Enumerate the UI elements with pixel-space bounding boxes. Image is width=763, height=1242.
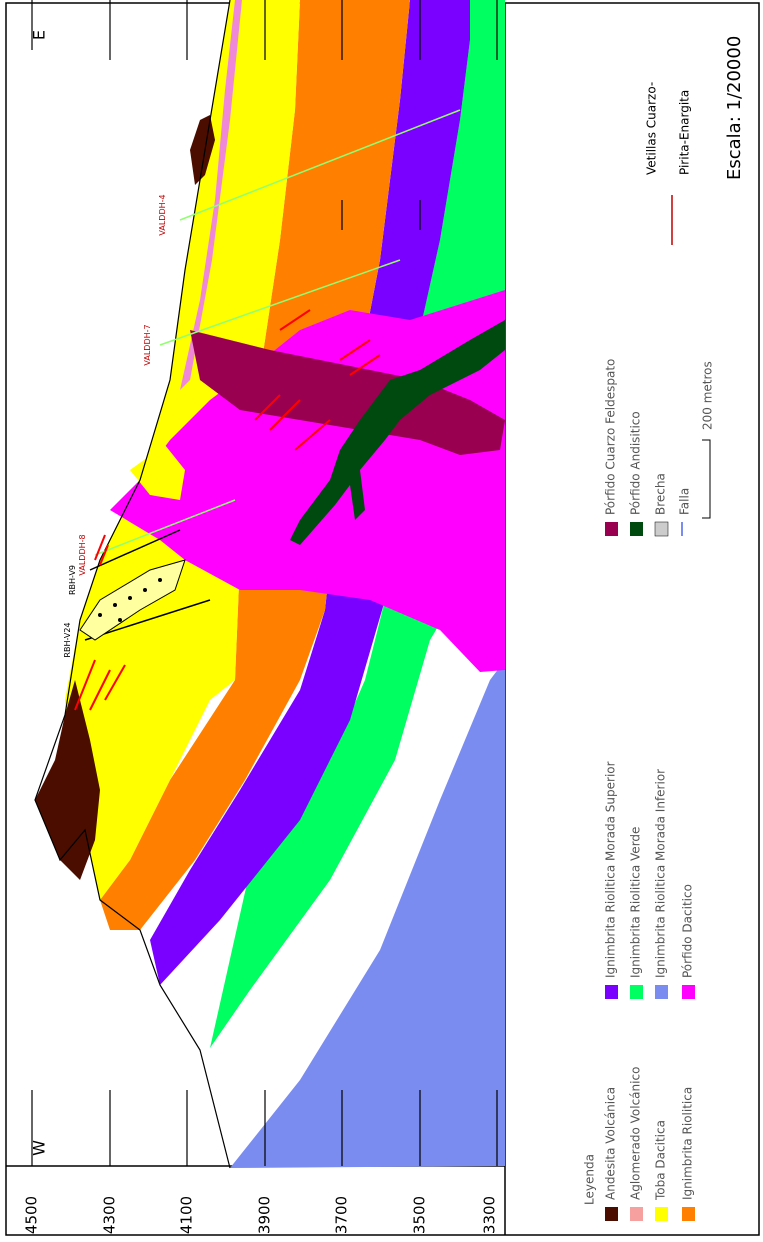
brecha-body	[79, 559, 186, 641]
legend-label-aglomerado: Aglomerado Volcánico	[629, 1067, 643, 1200]
tick-label-3500: 3500	[411, 1196, 429, 1234]
legend-label-ign-morada-sup: Ignimbrita Riolitica Morada Superior	[604, 761, 618, 978]
tick-label-3700: 3700	[333, 1196, 351, 1234]
unit-porfido-cuarzo-feldespato	[190, 330, 505, 455]
topographic-surface	[34, 0, 231, 1169]
legend-label-andesita: Andesita Volcánica	[604, 1087, 618, 1200]
legend-label-porfido-dacitico: Pórfido Dacitico	[681, 884, 695, 978]
legend-label-porfido-andesitico: Pórfido Andisitico	[629, 411, 643, 515]
legend-label-ignimbrita: Ignimbrita Riolitica	[681, 1087, 695, 1200]
scale-bar	[702, 439, 711, 519]
unit-aglomerado-volcanico	[180, 0, 242, 390]
vein	[89, 669, 111, 711]
label-rbh-v9: RBH-V9	[68, 565, 77, 595]
legend: Leyenda Andesita Volcánica Aglomerado Vo…	[583, 36, 745, 1221]
east-label: E	[30, 30, 49, 40]
vein	[94, 534, 106, 561]
swatch-andesita	[605, 1207, 618, 1221]
scale-bar-label: 200 metros	[701, 361, 715, 430]
tick-label-4100: 4100	[178, 1196, 196, 1234]
swatch-ign-verde	[630, 985, 643, 999]
swatch-ign-morada-sup	[605, 985, 618, 999]
legend-title: Leyenda	[583, 1154, 597, 1205]
unit-ignimbrita-morada-superior	[150, 0, 470, 985]
legend-label-ign-verde: Ignimbrita Riolitica Verde	[629, 827, 643, 978]
vein	[294, 419, 331, 451]
tick-label-4500: 4500	[23, 1196, 41, 1234]
legend-label-ign-morada-inf: Ignimbrita Riolitica Morada Inferior	[654, 769, 668, 978]
swatch-ignimbrita	[682, 1207, 695, 1221]
tick-label-3900: 3900	[256, 1196, 274, 1234]
elevation-labels: 4500 4300 4100 3900 3700 3500 3300	[23, 1196, 499, 1234]
drillhole-rbh-v9	[89, 529, 181, 571]
legend-label-porfido-cuarzo: Pórfido Cuarzo Feldespato	[604, 359, 618, 515]
cross-section	[35, 0, 505, 1168]
label-valddh-8: VALDDH-8	[78, 534, 87, 575]
vein	[269, 399, 301, 431]
unit-ignimbrita-morada-inferior	[230, 660, 505, 1168]
west-label: W	[30, 1140, 49, 1156]
legend-label-brecha: Brecha	[654, 473, 668, 515]
swatch-ign-morada-inf	[655, 985, 668, 999]
drillhole-valddh-7	[159, 259, 401, 346]
tick-label-3300: 3300	[481, 1196, 499, 1234]
swatch-brecha	[654, 521, 669, 537]
vein	[99, 544, 109, 566]
vein	[349, 354, 381, 376]
elevation-grid	[31, 0, 498, 1166]
unit-andesita-volcanica-2	[190, 115, 215, 185]
unit-andesita-volcanica-1	[35, 680, 100, 880]
toba-inlier	[130, 445, 185, 500]
drillhole-valddh-4	[179, 109, 461, 221]
swatch-porfido-dacitico	[682, 985, 695, 999]
swatch-porfido-cuarzo	[605, 522, 618, 536]
drillholes	[84, 109, 461, 641]
veins-label-2: Pirita-Enargita	[678, 90, 692, 175]
legend-label-falla: Falla	[678, 488, 692, 515]
vein	[339, 339, 371, 361]
drillhole-valddh-8	[94, 499, 236, 556]
swatch-toba	[655, 1207, 668, 1221]
legend-label-toba: Toba Dacitica	[654, 1120, 668, 1201]
unit-porfido-andesitico	[290, 320, 505, 545]
label-valddh-7: VALDDH-7	[143, 324, 152, 365]
veins-label-1: Vetillas Cuarzo-	[645, 82, 659, 175]
scale-text: Escala: 1/20000	[724, 36, 745, 180]
swatch-aglomerado	[630, 1207, 643, 1221]
tick-label-4300: 4300	[101, 1196, 119, 1234]
vein	[104, 664, 126, 701]
label-rbh-v24: RBH-V24	[63, 622, 72, 657]
quartz-pyrite-enargite-veins	[74, 309, 381, 711]
label-valddh-4: VALDDH-4	[158, 194, 167, 235]
drillhole-labels: RBH-V24 RBH-V9 VALDDH-8 VALDDH-7 VALDDH-…	[63, 194, 167, 657]
vein	[254, 394, 281, 421]
vein	[74, 659, 96, 711]
swatch-porfido-andesitico	[630, 522, 643, 536]
vein	[279, 309, 311, 331]
